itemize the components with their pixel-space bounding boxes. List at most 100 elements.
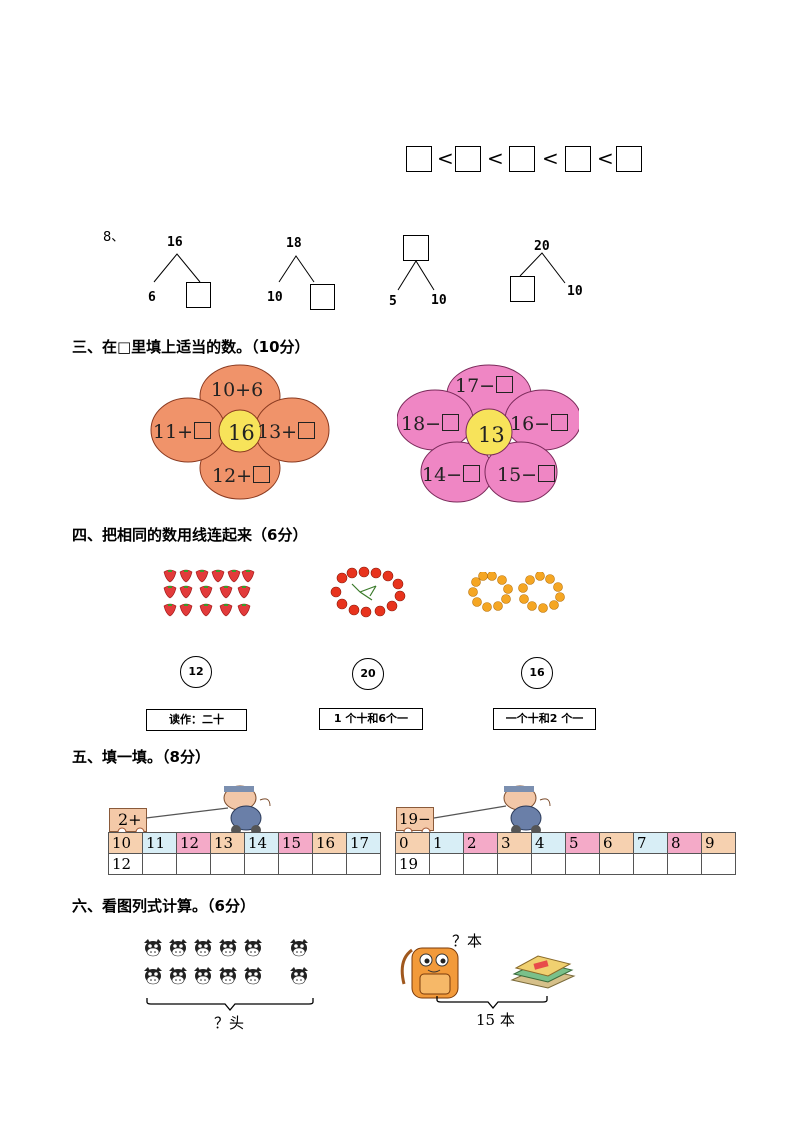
- flower-petal-expression: 18−: [401, 413, 460, 435]
- number-description-box[interactable]: 一个十和2 个一: [493, 708, 596, 730]
- pull-cart: 19−: [396, 807, 434, 831]
- cherries-icon: [330, 566, 406, 618]
- answer-cell[interactable]: [633, 853, 668, 875]
- flower-petal-expression: 14−: [422, 464, 481, 486]
- bond-top-number: 16: [167, 235, 183, 250]
- flower-petal-expression: 15−: [497, 464, 556, 486]
- bond-left-number: 6: [148, 290, 156, 305]
- strawberries-icon: [163, 569, 255, 617]
- answer-box[interactable]: [463, 465, 481, 482]
- answer-box[interactable]: [194, 422, 212, 439]
- grid-cell: 14: [244, 832, 279, 854]
- answer-box[interactable]: [406, 146, 432, 172]
- section-6-title: 六、看图列式计算。（6分）: [72, 897, 255, 915]
- answer-box[interactable]: [253, 466, 271, 483]
- grid-cell: 10: [108, 832, 143, 854]
- bond-right-number: 10: [431, 293, 447, 308]
- answer-box[interactable]: [496, 376, 514, 393]
- answer-box[interactable]: [510, 276, 535, 302]
- answer-cell[interactable]: [463, 853, 498, 875]
- bond-right-number: 10: [567, 284, 583, 299]
- section-5-title: 五、填一填。（8分）: [72, 748, 210, 766]
- number-circle[interactable]: 12: [180, 656, 212, 688]
- less-than-symbol: <: [437, 146, 454, 170]
- answer-box[interactable]: [455, 146, 481, 172]
- grid-cell: 1: [429, 832, 464, 854]
- grid-cell: 9: [701, 832, 736, 854]
- question-number: 8、: [103, 230, 125, 245]
- grid-cell: 15: [278, 832, 313, 854]
- answer-cell[interactable]: [142, 853, 177, 875]
- flower-center-number: 13: [478, 423, 505, 447]
- flower-2: [397, 364, 579, 503]
- answer-box[interactable]: [551, 414, 569, 431]
- answer-cell[interactable]: [531, 853, 566, 875]
- number-circle[interactable]: 16: [521, 657, 553, 689]
- answer-box[interactable]: [538, 465, 556, 482]
- number-bond-lines: [153, 252, 566, 291]
- books-icon: [510, 955, 576, 989]
- grid-cell: 3: [497, 832, 532, 854]
- flower-petal-expression: 17−: [455, 375, 514, 397]
- flower-petal-expression: 10+6: [211, 379, 264, 401]
- grid-cell: 19: [395, 853, 430, 875]
- grid-cell: 17: [346, 832, 381, 854]
- answer-cell[interactable]: [667, 853, 702, 875]
- backpack-icon: [400, 947, 459, 999]
- section-4-title: 四、把相同的数用线连起来（6分）: [72, 526, 308, 544]
- answer-cell[interactable]: [278, 853, 313, 875]
- answer-cell[interactable]: [701, 853, 736, 875]
- answer-box[interactable]: [442, 414, 460, 431]
- less-than-symbol: <: [542, 146, 559, 170]
- books-caption: 15 本: [476, 1011, 515, 1029]
- pig-pulling-icon: [403, 785, 551, 837]
- grid-cell: 12: [176, 832, 211, 854]
- answer-box[interactable]: [186, 282, 211, 308]
- answer-cell[interactable]: [429, 853, 464, 875]
- beads-icon: [468, 572, 565, 613]
- number-grid-1: 10 11 12 13 14 15 16 17 12: [108, 832, 381, 875]
- less-than-symbol: <: [487, 146, 504, 170]
- grid-cell: 2: [463, 832, 498, 854]
- answer-cell[interactable]: [312, 853, 347, 875]
- backpack-caption: ？本: [452, 932, 483, 950]
- number-circle[interactable]: 20: [352, 658, 384, 690]
- answer-box[interactable]: [616, 146, 642, 172]
- grid-cell: 16: [312, 832, 347, 854]
- answer-cell[interactable]: [346, 853, 381, 875]
- cows-icon: [143, 938, 309, 985]
- answer-box[interactable]: [509, 146, 535, 172]
- answer-box[interactable]: [565, 146, 591, 172]
- answer-cell[interactable]: [497, 853, 532, 875]
- brace: [146, 998, 314, 1012]
- grid-cell: 0: [395, 832, 430, 854]
- bond-left-number: 10: [267, 290, 283, 305]
- answer-box[interactable]: [310, 284, 335, 310]
- cow-caption: ？头: [214, 1014, 245, 1032]
- grid-cell: 11: [142, 832, 177, 854]
- flower-petal-expression: 11+: [153, 421, 212, 443]
- less-than-symbol: <: [597, 146, 614, 170]
- bond-left-number: 5: [389, 294, 397, 309]
- grid-cell: 5: [565, 832, 600, 854]
- answer-cell[interactable]: [244, 853, 279, 875]
- cart-label: 19−: [399, 810, 431, 828]
- answer-cell[interactable]: [210, 853, 245, 875]
- flower-1: [150, 364, 330, 500]
- brace: [436, 996, 548, 1010]
- grid-cell: 6: [599, 832, 634, 854]
- number-grid-2: 0 1 2 3 4 5 6 7 8 9 19: [395, 832, 736, 875]
- answer-cell[interactable]: [565, 853, 600, 875]
- number-description-box[interactable]: 读作：二十: [146, 709, 247, 731]
- pig-pulling-icon: [117, 785, 271, 837]
- number-description-box[interactable]: 1 个十和6个一: [319, 708, 423, 730]
- answer-cell[interactable]: [599, 853, 634, 875]
- flower-petal-expression: 12+: [212, 465, 271, 487]
- bond-top-number: 20: [534, 239, 550, 254]
- grid-cell: 13: [210, 832, 245, 854]
- flower-petal-expression: 13+: [257, 421, 316, 443]
- answer-box[interactable]: [298, 422, 316, 439]
- answer-box[interactable]: [403, 235, 429, 261]
- grid-cell: 12: [108, 853, 143, 875]
- answer-cell[interactable]: [176, 853, 211, 875]
